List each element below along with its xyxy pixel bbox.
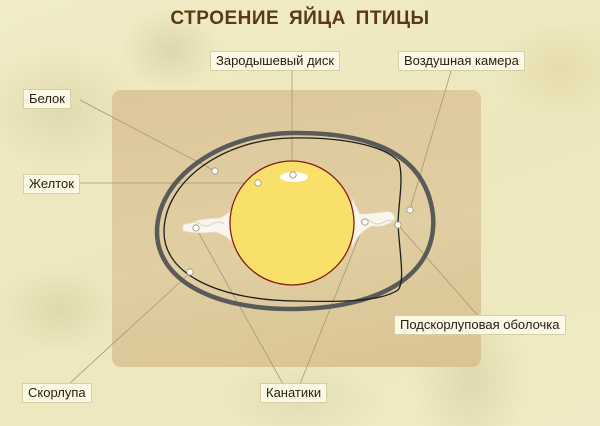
label-chalazae: Канатики xyxy=(260,383,328,403)
leader-chalaza-right xyxy=(299,221,366,385)
page-title: СТРОЕНИЕ ЯЙЦА ПТИЦЫ xyxy=(170,8,430,29)
marker-chalaza-left xyxy=(192,224,200,232)
shell-outline xyxy=(154,130,436,312)
leader-shell xyxy=(69,272,191,384)
leader-air-cell xyxy=(409,67,453,210)
marker-albumen xyxy=(211,167,219,175)
label-shell: Скорлупа xyxy=(22,383,92,403)
label-embryonic-disc: Зародышевый диск xyxy=(210,51,341,71)
marker-yolk xyxy=(254,179,262,187)
yolk xyxy=(229,160,355,286)
marker-embryonic-disc xyxy=(289,171,297,179)
label-shell-membrane: Подскорлуповая оболочка xyxy=(394,315,566,335)
marker-shell-membrane xyxy=(394,221,402,229)
label-air-cell: Воздушная камера xyxy=(398,51,525,71)
shell-membrane-outline xyxy=(163,137,403,303)
marker-shell xyxy=(186,268,194,276)
leader-shell-membrane xyxy=(397,224,481,319)
marker-air-cell xyxy=(406,206,414,214)
marker-dots xyxy=(186,167,414,276)
leader-lines xyxy=(69,67,481,385)
marker-chalaza-right xyxy=(361,218,369,226)
label-yolk: Желток xyxy=(23,174,80,194)
leader-albumen xyxy=(79,99,216,172)
label-albumen: Белок xyxy=(23,89,71,109)
